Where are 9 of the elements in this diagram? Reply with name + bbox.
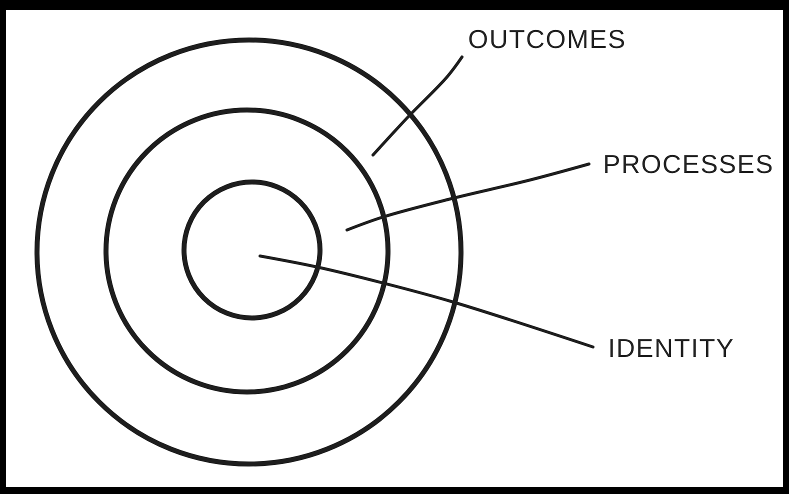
label-text: PROCESSES — [603, 149, 774, 179]
middle-circle — [102, 106, 392, 396]
outer-circle — [33, 36, 465, 468]
leader-line — [372, 56, 464, 156]
inner-circle — [180, 178, 324, 322]
label-text: IDENTITY — [608, 333, 734, 363]
leader-line — [258, 254, 594, 348]
leader-line — [346, 162, 590, 232]
label-text: OUTCOMES — [468, 24, 626, 54]
